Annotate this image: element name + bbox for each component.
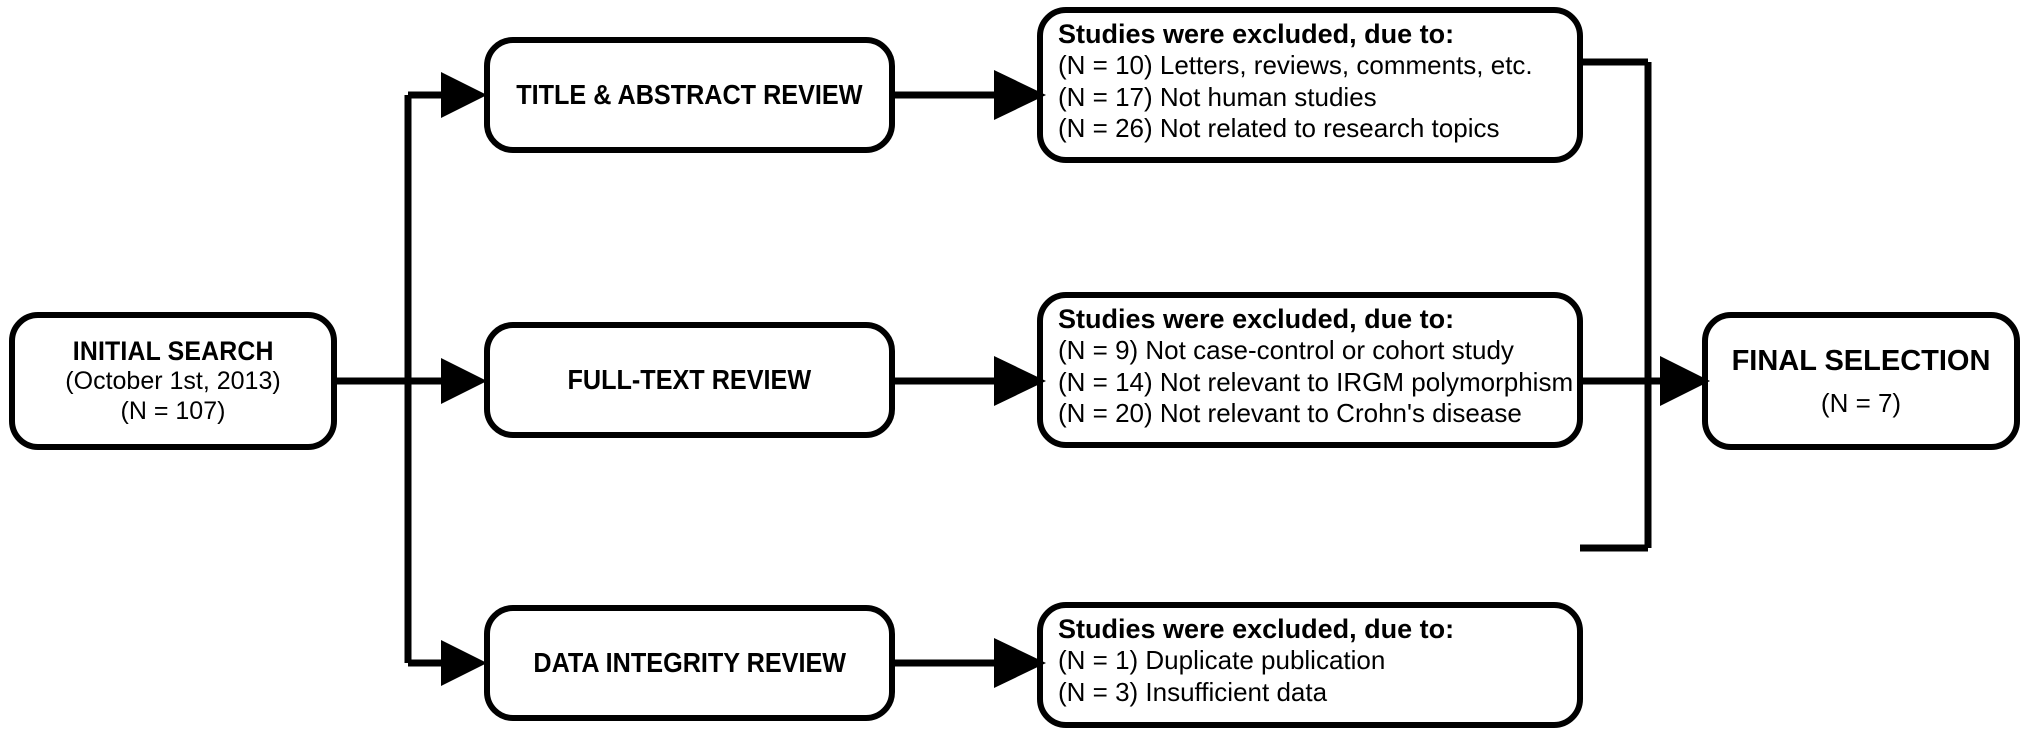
- stage-label-data-integrity-review: DATA INTEGRITY REVIEW: [533, 647, 846, 679]
- exclusion-item-3-1: (N = 1) Duplicate publication: [1058, 645, 1386, 676]
- initial-search-title: INITIAL SEARCH: [72, 335, 274, 366]
- exclusion-heading-1: Studies were excluded, due to:: [1058, 19, 1455, 49]
- arrowhead-final-selection: [1660, 356, 1710, 406]
- stage-text-data-integrity-review: DATA INTEGRITY REVIEW: [487, 608, 892, 718]
- arrowhead-exclusion-1: [994, 70, 1046, 120]
- exclusion-item-2-1: (N = 9) Not case-control or cohort study: [1058, 335, 1514, 366]
- stage-text-full-text-review: FULL-TEXT REVIEW: [487, 325, 892, 435]
- exclusion-box-2: [1037, 292, 1583, 448]
- exclusion-item-1-2: (N = 17) Not human studies: [1058, 81, 1377, 112]
- exclusion-text-2: Studies were excluded, due to: (N = 9) N…: [1058, 303, 1582, 429]
- exclusion-text-1: Studies were excluded, due to: (N = 10) …: [1058, 18, 1582, 144]
- initial-search-date: (October 1st, 2013): [65, 367, 281, 396]
- exclusion-heading-2: Studies were excluded, due to:: [1058, 304, 1455, 334]
- initial-search-count: (N = 107): [120, 396, 226, 425]
- stage-label-title-abstract-review: TITLE & ABSTRACT REVIEW: [516, 79, 863, 111]
- arrowhead-exclusion-3: [994, 638, 1046, 688]
- exclusion-heading-3: Studies were excluded, due to:: [1058, 614, 1455, 644]
- initial-search-text: INITIAL SEARCH (October 1st, 2013) (N = …: [12, 315, 334, 447]
- arrowhead-stage-3: [441, 640, 487, 686]
- final-selection-text: FINAL SELECTION (N = 7): [1705, 315, 2017, 447]
- arrowhead-stage-1: [441, 72, 487, 118]
- arrowhead-stage-2: [441, 358, 487, 404]
- exclusion-item-2-2: (N = 14) Not relevant to IRGM polymorphi…: [1058, 366, 1574, 397]
- exclusion-item-1-3: (N = 26) Not related to research topics: [1058, 112, 1500, 143]
- exclusion-text-3: Studies were excluded, due to: (N = 1) D…: [1058, 613, 1582, 708]
- stage-label-full-text-review: FULL-TEXT REVIEW: [567, 364, 812, 396]
- arrowhead-exclusion-2: [994, 356, 1046, 406]
- final-selection-title: FINAL SELECTION: [1731, 344, 1991, 377]
- exclusion-box-1: [1037, 7, 1583, 163]
- exclusion-item-2-3: (N = 20) Not relevant to Crohn's disease: [1058, 397, 1522, 428]
- exclusion-item-1-1: (N = 10) Letters, reviews, comments, etc…: [1058, 50, 1533, 81]
- final-selection-count: (N = 7): [1820, 387, 1902, 418]
- exclusion-item-3-2: (N = 3) Insufficient data: [1058, 676, 1328, 707]
- stage-text-title-abstract-review: TITLE & ABSTRACT REVIEW: [487, 40, 892, 150]
